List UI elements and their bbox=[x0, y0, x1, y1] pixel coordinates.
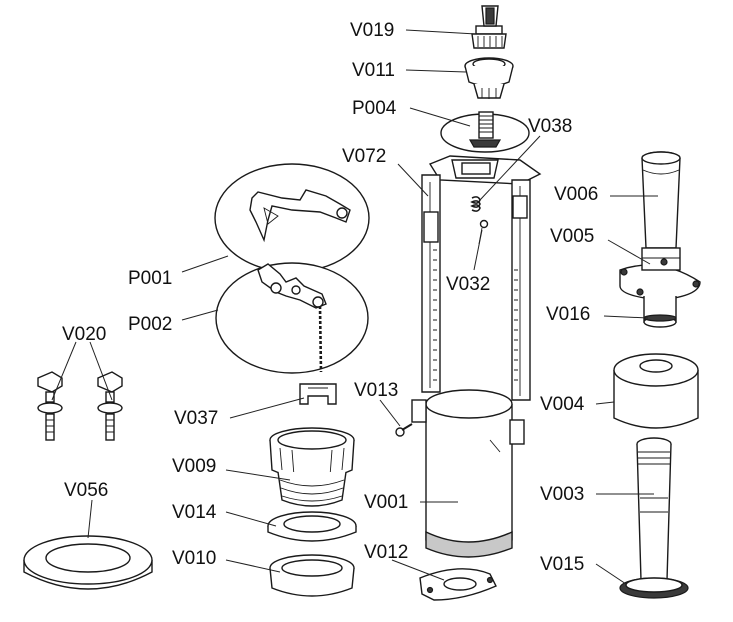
leader-v005 bbox=[607, 239, 651, 265]
leader-v014 bbox=[225, 511, 277, 527]
label-p001: P001 bbox=[128, 268, 172, 289]
label-v006: V006 bbox=[554, 184, 598, 205]
label-v005: V005 bbox=[550, 226, 594, 247]
part-v003-shaft bbox=[636, 437, 672, 581]
label-v011: V011 bbox=[352, 60, 395, 81]
part-v016-sleeve bbox=[643, 296, 677, 328]
label-v015: V015 bbox=[540, 554, 584, 575]
part-v009-nut bbox=[269, 427, 355, 507]
leader-p001 bbox=[181, 255, 229, 273]
part-v013-screw bbox=[395, 423, 413, 437]
leader-v037 bbox=[229, 397, 305, 419]
label-v056: V056 bbox=[64, 480, 108, 501]
part-v015-gasket bbox=[619, 577, 689, 599]
leader-p004 bbox=[409, 107, 471, 127]
part-v020-bolts bbox=[37, 371, 123, 441]
label-v020: V020 bbox=[62, 324, 106, 345]
part-p001-lever-detail bbox=[214, 163, 370, 273]
label-v072: V072 bbox=[342, 146, 386, 167]
label-p002: P002 bbox=[128, 314, 172, 335]
leader-v038 bbox=[479, 135, 541, 201]
label-v004: V004 bbox=[540, 394, 585, 415]
label-v001: V001 bbox=[364, 492, 408, 513]
label-v012: V012 bbox=[364, 542, 408, 563]
leader-v011 bbox=[405, 69, 467, 73]
label-v038: V038 bbox=[528, 116, 572, 137]
label-v013: V013 bbox=[354, 380, 398, 401]
label-v014: V014 bbox=[172, 502, 217, 523]
leader-p002 bbox=[181, 309, 219, 321]
leader-v010 bbox=[225, 559, 281, 573]
part-v072-frame bbox=[421, 155, 542, 401]
part-v006-tube bbox=[641, 151, 681, 249]
part-v019-cap bbox=[471, 5, 507, 49]
leader-v015 bbox=[595, 563, 627, 585]
leader-lines bbox=[51, 29, 658, 585]
part-v001-body bbox=[411, 389, 525, 558]
part-v056-ring bbox=[23, 535, 153, 590]
part-v012-plate bbox=[419, 568, 497, 601]
label-p004: P004 bbox=[352, 98, 397, 119]
leader-v004 bbox=[595, 401, 615, 405]
leader-v072 bbox=[397, 163, 429, 197]
label-v010: V010 bbox=[172, 548, 216, 569]
part-v010-locknut bbox=[269, 554, 355, 597]
leader-v016 bbox=[603, 315, 649, 319]
label-v032: V032 bbox=[446, 274, 490, 295]
label-v019: V019 bbox=[350, 20, 394, 41]
leader-v056 bbox=[87, 499, 93, 539]
part-v038-spring bbox=[470, 196, 481, 212]
part-v014-washer bbox=[267, 511, 357, 542]
leader-v032 bbox=[473, 229, 483, 271]
part-p004-disc bbox=[440, 111, 530, 153]
label-v037: V037 bbox=[174, 408, 218, 429]
part-v005-collar bbox=[619, 247, 701, 301]
label-v016: V016 bbox=[546, 304, 590, 325]
leader-v020b bbox=[89, 341, 113, 401]
leader-v013 bbox=[379, 399, 401, 427]
part-v011-float bbox=[464, 57, 514, 99]
part-v004-float bbox=[613, 353, 699, 429]
leader-v012 bbox=[391, 559, 445, 581]
leader-v019 bbox=[405, 29, 477, 35]
leader-v009 bbox=[225, 469, 291, 481]
leader-v020a bbox=[51, 341, 77, 401]
label-v003: V003 bbox=[540, 484, 584, 505]
part-v037-clip bbox=[299, 383, 337, 405]
part-p002-chain-detail bbox=[215, 262, 369, 374]
label-v009: V009 bbox=[172, 456, 216, 477]
part-labels: V019 V011 P004 V038 V072 V006 V005 V032 … bbox=[62, 20, 598, 575]
